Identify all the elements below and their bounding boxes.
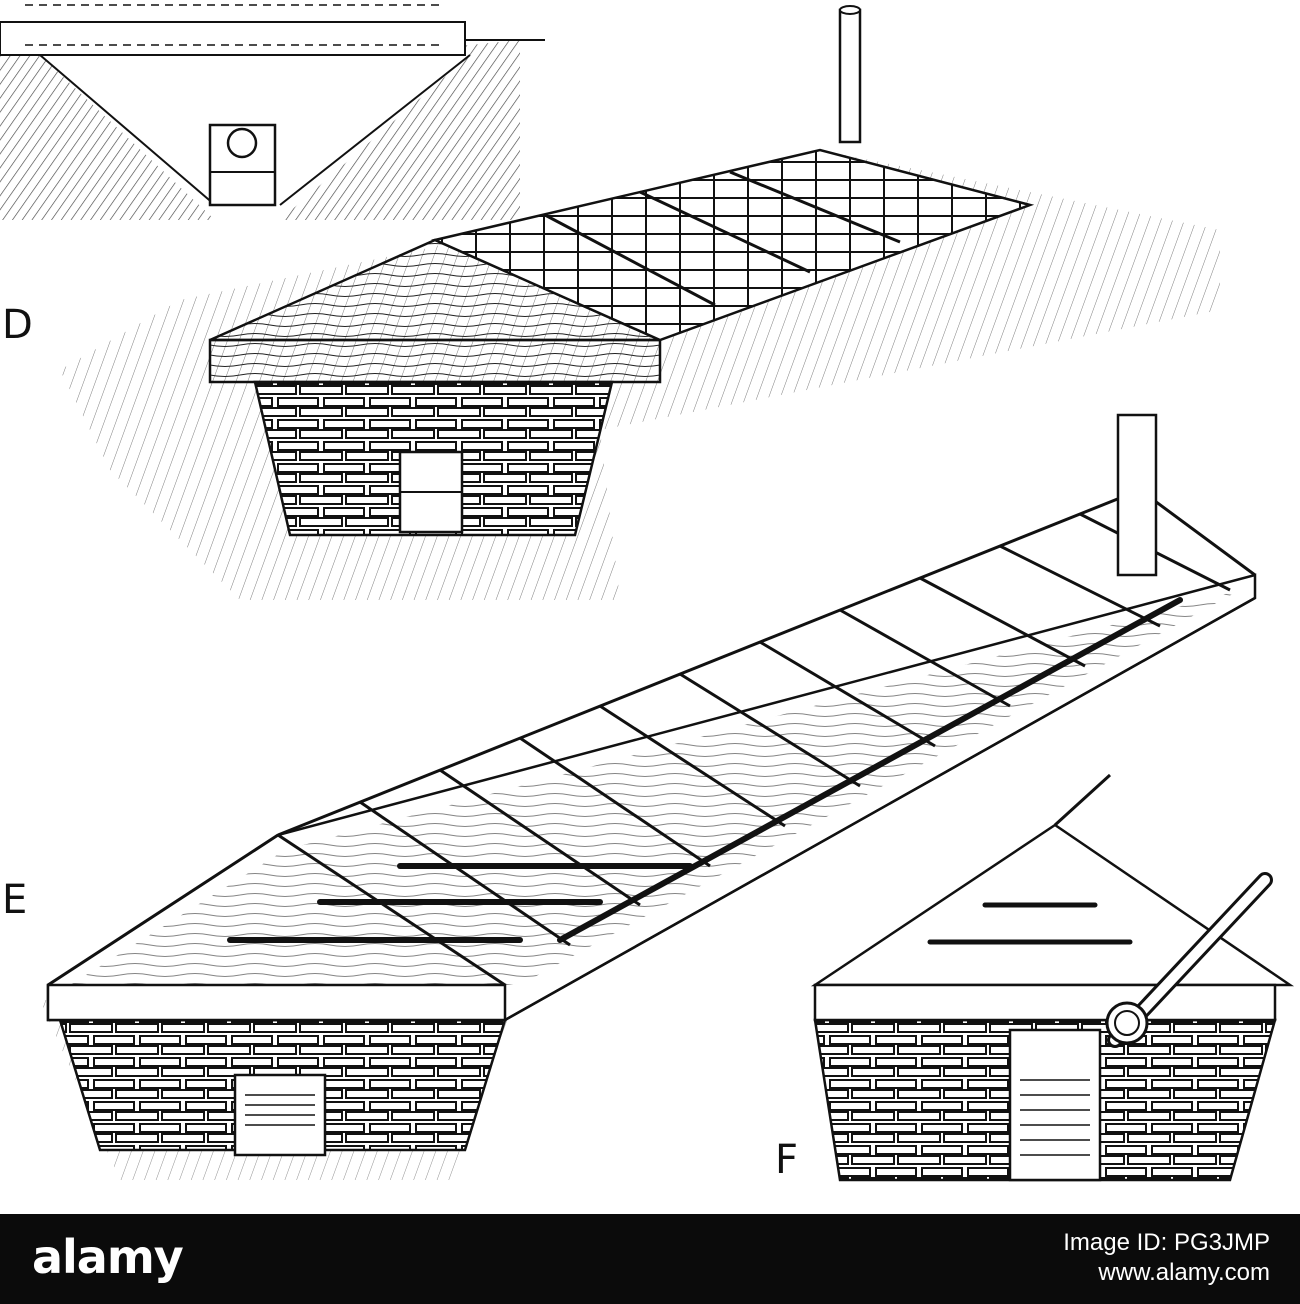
house-e-interior: [70, 590, 1240, 985]
house-d-chimney: [838, 8, 862, 144]
figure-label-f: F: [775, 1137, 799, 1183]
image-id-text: Image ID: PG3JMP: [1063, 1229, 1270, 1256]
detail-f-stairwell: [1008, 1028, 1102, 1182]
figure-label-d: D: [2, 302, 33, 348]
brand-logo[interactable]: alamy: [32, 1230, 184, 1284]
house-e-figure: [40, 413, 1257, 1180]
stock-footer: alamy Image ID: PG3JMP www.alamy.com: [0, 1214, 1300, 1304]
house-d-front-board: [208, 338, 662, 384]
illustration: D E F: [0, 4, 1295, 1183]
house-e-rafters: [359, 512, 1231, 947]
cross-section-figure: [0, 4, 545, 220]
house-e-front-board: [46, 983, 507, 1022]
flue-pipe: [226, 127, 258, 159]
detail-f-front-board: [813, 983, 1277, 1022]
cross-section-sash: [0, 21, 466, 56]
house-d-figure: [60, 5, 1220, 600]
detail-f-figure: [810, 773, 1295, 1182]
website-link[interactable]: www.alamy.com: [1098, 1259, 1270, 1286]
engraving-svg: [0, 4, 1295, 1182]
image-info: Image ID: PG3JMP www.alamy.com: [1063, 1228, 1270, 1288]
house-e-pipes: [227, 597, 1183, 943]
figure-label-e: E: [2, 877, 28, 923]
house-d-glass-roof: [431, 148, 1035, 342]
house-e-chimney: [1116, 413, 1158, 577]
